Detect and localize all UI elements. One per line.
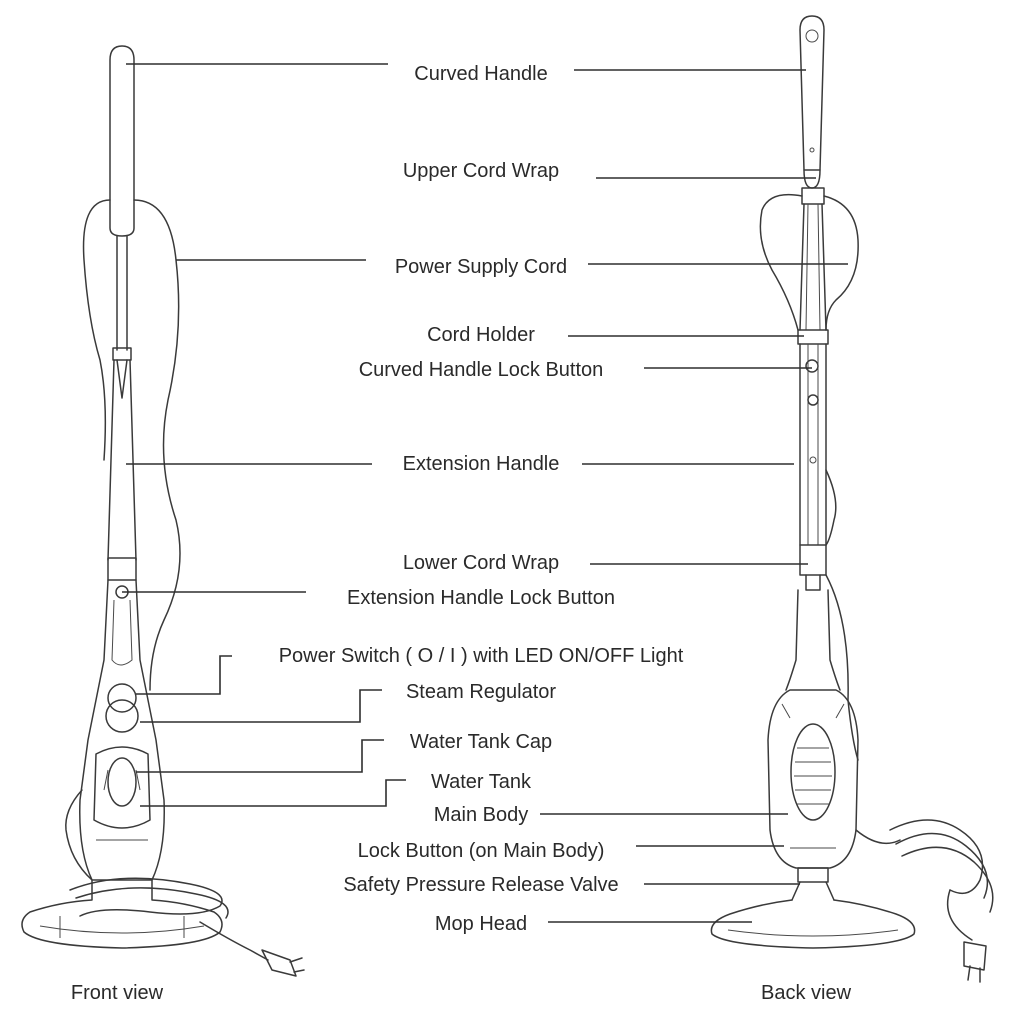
label-extension-handle-lock-button: Extension Handle Lock Button <box>347 587 615 609</box>
front-view-mop-drawing <box>21 45 305 977</box>
label-water-tank-cap: Water Tank Cap <box>410 731 552 753</box>
part-labels: Curved Handle Upper Cord Wrap Power Supp… <box>279 63 684 935</box>
label-lock-button-main-body: Lock Button (on Main Body) <box>358 840 605 862</box>
caption-front-view: Front view <box>71 982 164 1004</box>
label-power-switch: Power Switch ( O / I ) with LED ON/OFF L… <box>279 645 684 667</box>
label-cord-holder: Cord Holder <box>427 324 535 346</box>
label-water-tank: Water Tank <box>431 771 532 793</box>
label-safety-pressure-release-valve: Safety Pressure Release Valve <box>343 874 618 896</box>
label-mop-head: Mop Head <box>435 913 527 935</box>
label-steam-regulator: Steam Regulator <box>406 681 556 703</box>
label-extension-handle: Extension Handle <box>403 453 560 475</box>
label-power-supply-cord: Power Supply Cord <box>395 256 567 278</box>
label-curved-handle: Curved Handle <box>414 63 547 85</box>
caption-back-view: Back view <box>761 982 852 1004</box>
label-lower-cord-wrap: Lower Cord Wrap <box>403 552 559 574</box>
label-main-body: Main Body <box>434 804 529 826</box>
leader-lines <box>122 63 848 923</box>
label-curved-handle-lock-button: Curved Handle Lock Button <box>359 359 604 381</box>
label-upper-cord-wrap: Upper Cord Wrap <box>403 160 559 182</box>
back-view-mop-drawing <box>710 15 994 983</box>
